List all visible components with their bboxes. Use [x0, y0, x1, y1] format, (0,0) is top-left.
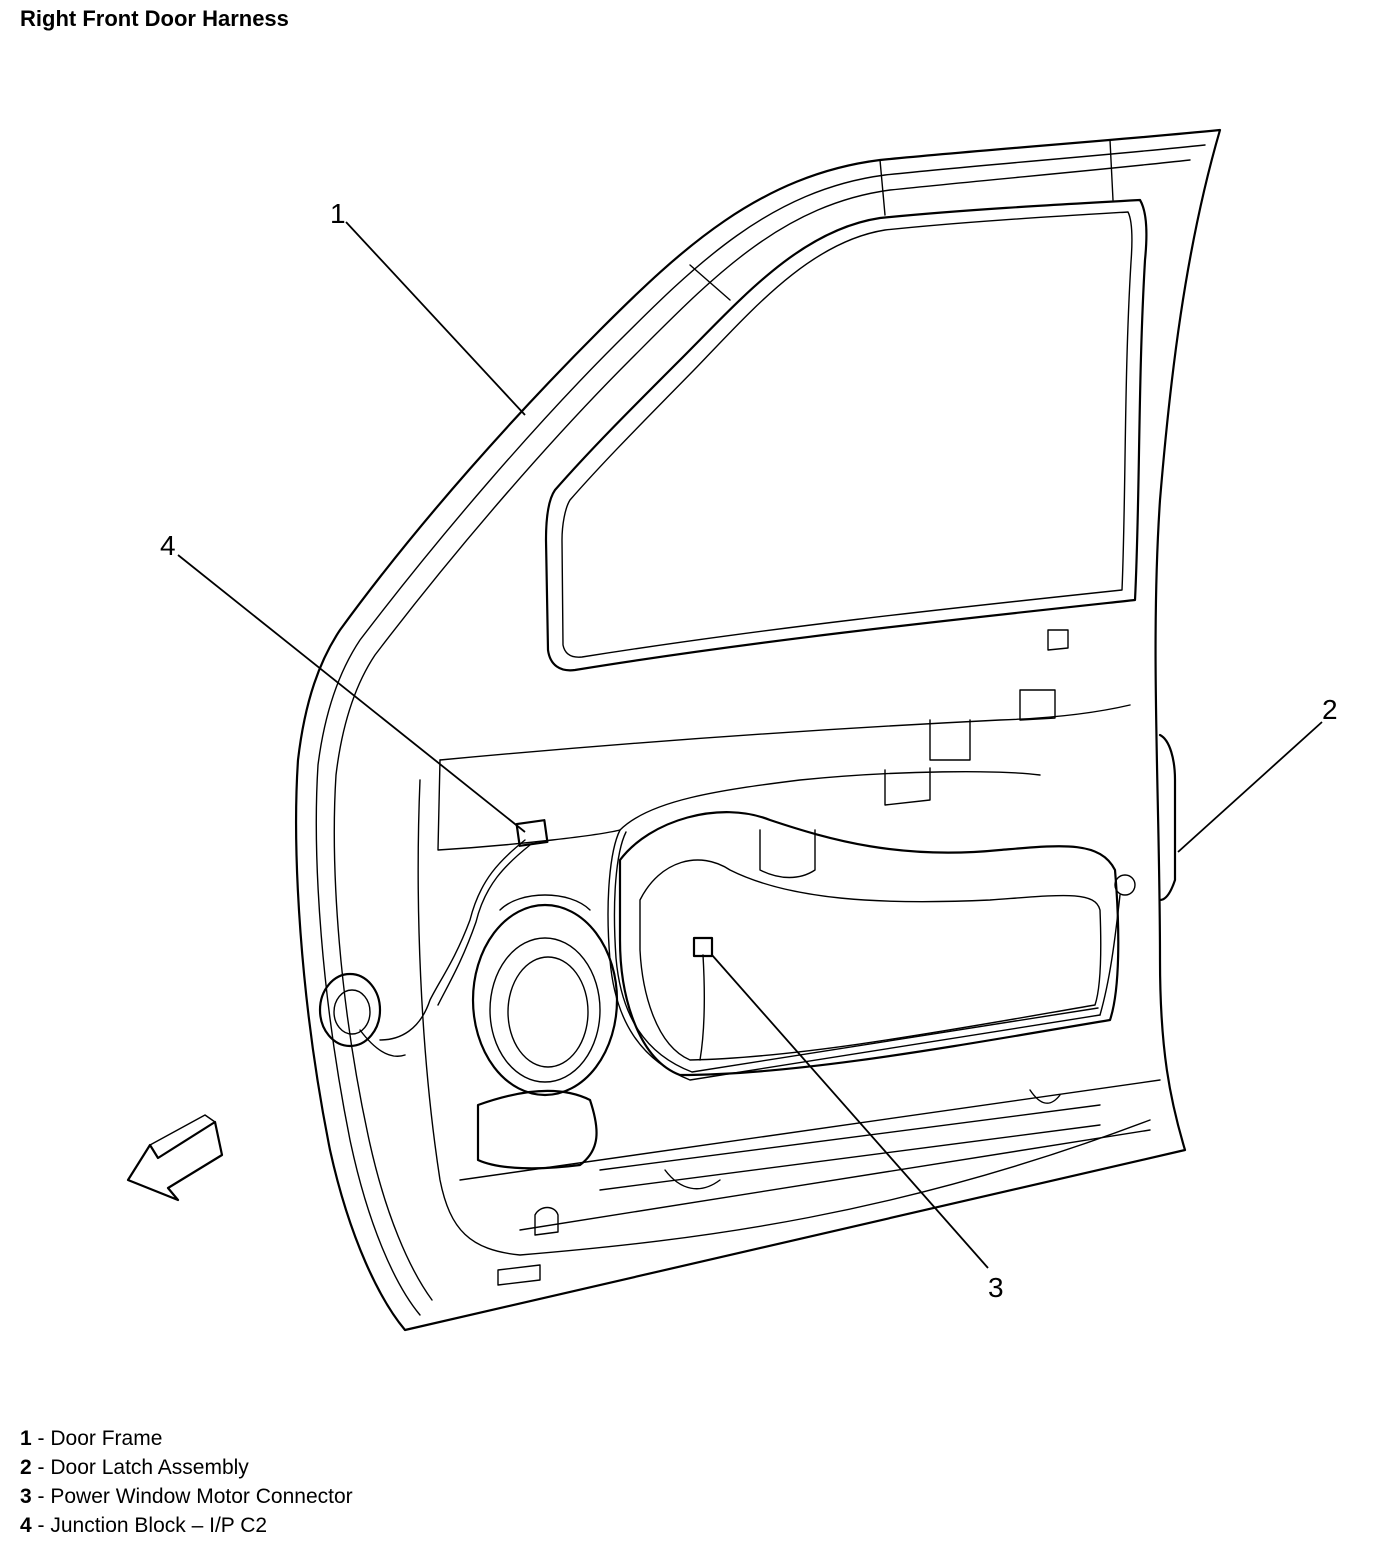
leader-line-2 [1177, 721, 1323, 853]
legend: 1 - Door Frame 2 - Door Latch Assembly 3… [20, 1424, 353, 1540]
leader-line-4 [177, 554, 526, 833]
leader-line-3 [711, 954, 989, 1269]
callout-2: 2 [1322, 694, 1338, 725]
legend-item: 2 - Door Latch Assembly [20, 1456, 249, 1479]
wiring-harness [318, 733, 1177, 1081]
legend-item: 3 - Power Window Motor Connector [20, 1485, 353, 1508]
power-window-motor-connector [692, 936, 714, 958]
junction-block-connector [515, 819, 549, 847]
inner-door-panel [417, 629, 1161, 1286]
leader-line-1 [345, 221, 526, 416]
legend-item: 1 - Door Frame [20, 1427, 163, 1450]
callout-4: 4 [160, 530, 176, 561]
callout-1: 1 [330, 198, 346, 229]
diagram-title: Right Front Door Harness [20, 6, 289, 31]
door-frame [295, 128, 1222, 1332]
callout-3: 3 [988, 1272, 1004, 1303]
legend-item: 4 - Junction Block – I/P C2 [20, 1514, 268, 1537]
front-direction-arrow-icon [126, 1114, 224, 1202]
